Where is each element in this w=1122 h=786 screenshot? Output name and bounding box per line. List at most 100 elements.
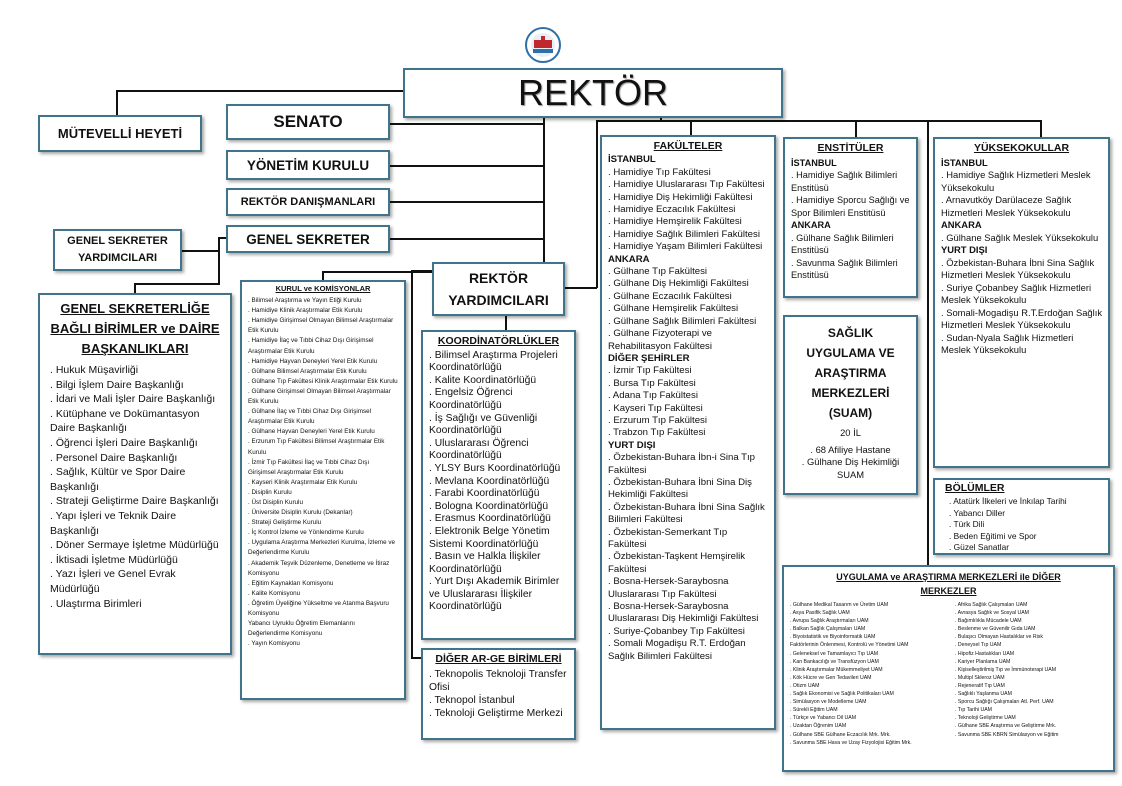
list-item: . 68 Afiliye Hastane <box>810 443 891 455</box>
uam-title: UYGULAMA ve ARAŞTIRMA MERKEZLERİ ile DİĞ… <box>836 572 1061 596</box>
connector-line <box>390 238 544 240</box>
connector-line <box>322 271 324 281</box>
list-item: . Beslenme ve Güvenilir Gıda UAM <box>955 626 1036 633</box>
list-item: . Türk Dili <box>949 519 985 530</box>
list-item: . Üst Disiplin Kurulu <box>248 498 303 506</box>
list-item: . Yapı İşleri ve Teknik Daire Başkanlığı <box>50 509 177 537</box>
list-item: . Trabzon Tıp Fakültesi <box>608 427 706 439</box>
connector-line <box>543 118 545 273</box>
list-item: . Yurt Dışı Akademik Birimler ve Uluslar… <box>429 576 560 613</box>
rektor-yardimcilari-box: REKTÖR YARDIMCILARI <box>432 262 565 316</box>
list-item: . Gülhane Hayvan Deneyleri Yerel Etik Ku… <box>248 428 375 436</box>
list-item: . Hamidiye Sağlık Bilimleri Fakültesi <box>608 228 760 240</box>
list-item: . Gülhane Diş Hekimliği Fakültesi <box>608 278 749 290</box>
connector-line <box>565 287 597 289</box>
list-item: . Bilimsel Araştırma ve Yayın Etiği Kuru… <box>248 297 362 305</box>
list-item: . Sağlıklı Yaşlanma UAM <box>955 691 1012 698</box>
list-item: . Özbekistan-Semerkant Tıp Fakültesi <box>608 526 728 550</box>
rektor-label: REKTÖR <box>517 72 668 113</box>
list-item: . Basın ve Halkla İlişkiler Koordinatörl… <box>429 551 541 575</box>
section-heading: YURT DIŞI <box>941 244 988 255</box>
yonetim-kurulu-box: YÖNETİM KURULU <box>226 150 390 180</box>
yuksekokullar-title: YÜKSEKOKULLAR <box>973 142 1070 154</box>
list-item: . Mevlana Koordinatörlüğü <box>429 475 550 487</box>
bolumler-box: BÖLÜMLER . Atatürk İlkeleri ve İnkılap T… <box>933 478 1110 555</box>
list-item: . Avrasya Sağlık ve Sosyal UAM <box>955 610 1029 617</box>
section-heading: DİĞER ŞEHİRLER <box>608 352 690 364</box>
list-item: . Balkan Sağlık Çalışmaları UAM <box>790 626 866 633</box>
connector-line <box>390 201 544 203</box>
connector-line <box>182 250 219 252</box>
list-item: . İktisadi İşletme Müdürlüğü <box>50 553 178 566</box>
list-item: Yabancı Uyruklu Öğretim Elemanlarını Değ… <box>248 620 355 638</box>
uam-box: UYGULAMA ve ARAŞTIRMA MERKEZLERİ ile DİĞ… <box>782 565 1115 772</box>
list-item: . YLSY Burs Koordinatörlüğü <box>429 462 561 474</box>
list-item: 20 İL <box>840 427 861 438</box>
connector-line <box>411 270 433 272</box>
connector-line <box>596 120 1042 122</box>
list-item: . Afrika Sağlık Çalışmaları UAM <box>955 602 1028 608</box>
list-item: . Personel Daire Başkanlığı <box>50 451 178 464</box>
list-item: . Bursa Tıp Fakültesi <box>608 377 696 389</box>
kurul-komisyonlar-box: KURUL ve KOMİSYONLAR . Bilimsel Araştırm… <box>240 280 406 700</box>
diger-arge-box: DİĞER AR-GE BİRİMLERİ . Teknopolis Tekno… <box>421 648 576 740</box>
list-item: . Kalite Koordinatörlüğü <box>429 374 537 386</box>
section-heading: ANKARA <box>941 219 982 230</box>
list-item: . Suriye-Çobanbey Tıp Fakültesi <box>608 625 745 637</box>
rektor-yardimcilari-label: REKTÖR YARDIMCILARI <box>448 270 549 308</box>
list-item: . Türkçe ve Yabancı Dil UAM <box>790 715 857 722</box>
list-item: . Kalite Komisyonu <box>248 589 301 597</box>
list-item: . Döner Sermaye İşletme Müdürlüğü <box>50 539 219 552</box>
list-item: . Hamidiye Sporcu Sağlığı ve Spor Biliml… <box>791 195 910 218</box>
list-item: . Asya Pasifik Sağlık UAM <box>790 610 850 617</box>
list-item: . Özbekistan-Taşkent Hemşirelik Fakültes… <box>608 551 746 575</box>
list-item: . Multipl Skleroz UAM <box>955 674 1005 681</box>
connector-line <box>134 283 136 294</box>
list-item: . Kayseri Klinik Araştırmalar Etik Kurul… <box>248 478 358 486</box>
list-item: . Bilimsel Araştırma Projeleri Koordinat… <box>429 349 558 374</box>
list-item: . Gülhane Bilimsel Araştırmalar Etik Kur… <box>248 367 367 375</box>
enstituler-box: ENSTİTÜLER İSTANBUL. Hamidiye Sağlık Bil… <box>783 137 918 298</box>
list-item: . Hamidiye Sağlık Bilimleri Enstitüsü <box>791 170 898 193</box>
connector-line <box>660 118 662 121</box>
list-item: . Üniversite Disiplin Kurulu (Dekanlar) <box>248 509 353 517</box>
connector-line <box>390 165 544 167</box>
list-item: . Bosna-Hersek-Saraybosna Uluslararası T… <box>608 576 729 600</box>
genel-sekreter-box: GENEL SEKRETER <box>226 225 390 253</box>
list-item: . Sürekli Eğitim UAM <box>790 707 838 714</box>
list-item: . Hamidiye İlaç ve Tıbbi Cihaz Dışı Giri… <box>248 337 374 355</box>
connector-line <box>1040 120 1042 138</box>
list-item: . Hipofiz Hastalıkları UAM <box>955 650 1015 657</box>
list-item: . Gülhane Tıp Fakültesi Klinik Araştırma… <box>248 377 398 385</box>
list-item: . Hukuk Müşavirliği <box>50 364 139 376</box>
section-heading: İSTANBUL <box>791 157 837 168</box>
list-item: . Sağlık Ekonomisi ve Sağlık Politikalar… <box>790 691 894 698</box>
list-item: . Hamidiye Hemşirelik Fakültesi <box>608 216 742 228</box>
list-item: . Klinik Araştırmalar Mükemmeliyet UAM <box>790 666 883 673</box>
yuksekokullar-box: YÜKSEKOKULLAR İSTANBUL. Hamidiye Sağlık … <box>933 137 1110 468</box>
list-item: . Rejeneratif Tıp UAM <box>955 682 1005 689</box>
list-item: . Gülhane Diş Hekimliği SUAM <box>801 456 900 480</box>
list-item: . Uzaktan Öğrenim UAM <box>790 723 847 730</box>
list-item: . Teknopol İstanbul <box>429 695 515 706</box>
genel-sekreter-yardimcilari-box: GENEL SEKRETER YARDIMCILARI <box>53 229 182 271</box>
list-item: . Erasmus Koordinatörlüğü <box>429 513 551 525</box>
list-item: . Deneysel Tıp UAM <box>955 642 1002 649</box>
list-item: . Teknoloji Geliştirme Merkezi <box>429 708 563 719</box>
list-item: . Biyoistatistik ve Biyoinformatik UAM <box>790 634 876 641</box>
list-item: . Kök Hücre ve Gen Tedavileri UAM <box>790 674 872 681</box>
list-item: . Somali Mogadişu R.T. Erdoğan Sağlık Bi… <box>608 638 746 662</box>
list-item: . Gülhane Medikal Tasarım ve Üretim UAM <box>790 602 889 608</box>
section-heading: İSTANBUL <box>608 154 656 166</box>
list-item: . Hamidiye Hayvan Deneyleri Yerel Etik K… <box>248 357 378 365</box>
list-item: . Beden Eğitimi ve Spor <box>949 530 1037 541</box>
list-item: . Engelsiz Öğrenci Koordinatörlüğü <box>429 387 513 411</box>
list-item: . Kan Bankacılığı ve Transfüzyon UAM <box>790 658 879 665</box>
list-item: . Akademik Teşvik Düzenleme, Denetleme v… <box>248 559 390 577</box>
list-item: . İş Sağlığı ve Güvenliği Koordinatörlüğ… <box>429 412 538 437</box>
list-item: . Özbekistan-Buhara İbni Sina Sağlık Hiz… <box>941 256 1095 281</box>
list-item: . Geleneksel ve Tamamlayıcı Tıp UAM <box>790 650 879 657</box>
section-heading: ANKARA <box>791 220 831 230</box>
list-item: . Hamidiye Uluslararası Tıp Fakültesi <box>608 179 765 191</box>
list-item: . Gülhane SBE Araştırma ve Geliştirme Mr… <box>955 723 1057 730</box>
